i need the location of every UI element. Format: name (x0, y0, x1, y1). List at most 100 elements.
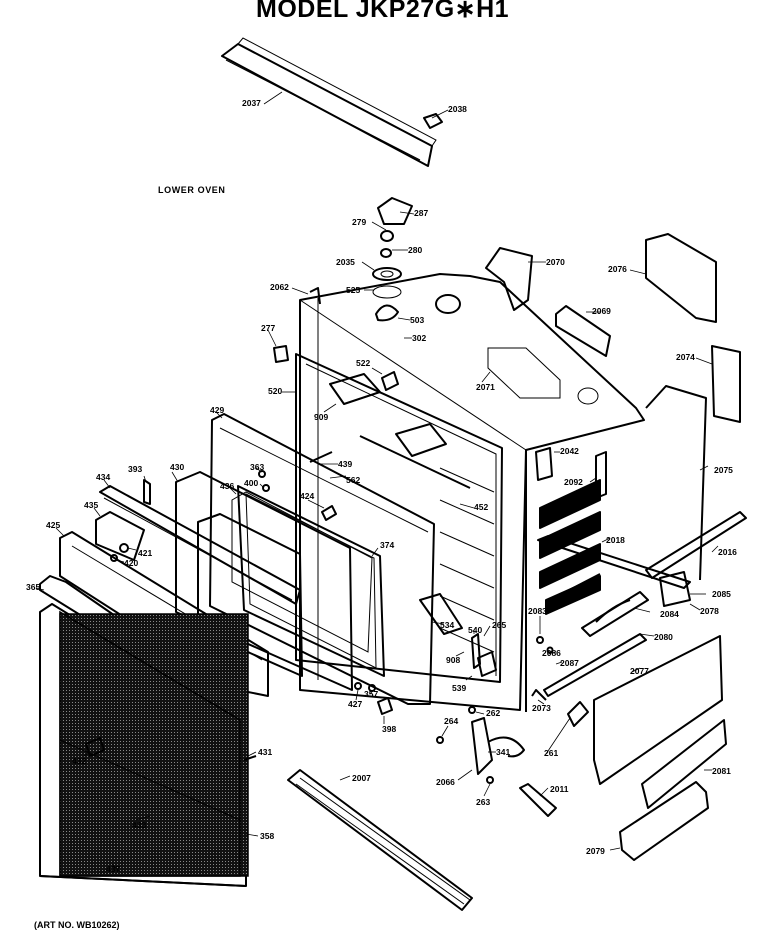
part-2069-plate (555, 305, 611, 357)
callout-540: 540 (468, 625, 483, 635)
callout-420: 420 (124, 558, 139, 568)
oven-cavity-body (299, 273, 707, 712)
callout-429: 429 (210, 405, 225, 415)
part-431 (243, 755, 257, 761)
callout-433: 433 (132, 820, 147, 830)
callout-365: 365 (26, 582, 41, 592)
callout-264: 264 (444, 716, 459, 726)
callout-2011: 2011 (550, 784, 569, 794)
part-539 (477, 651, 497, 677)
callout-522: 522 (356, 358, 371, 368)
part-2079-block (619, 781, 709, 861)
callout-503: 503 (410, 315, 425, 325)
callout-265: 265 (492, 620, 507, 630)
part-434-handle-bar (99, 485, 301, 605)
part-400 (262, 484, 270, 492)
part-2018-rod (537, 535, 691, 589)
part-430-insulation (175, 471, 353, 691)
callout-909: 909 (314, 412, 329, 422)
part-277 (273, 345, 289, 363)
part-435-bracket (95, 511, 145, 561)
callout-2069: 2069 (592, 306, 611, 316)
callout-262: 262 (486, 708, 501, 718)
callout-427: 427 (348, 699, 363, 709)
callout-430: 430 (170, 462, 185, 472)
callout-2077: 2077 (630, 666, 649, 676)
part-427 (354, 682, 362, 690)
callout-525: 525 (346, 285, 361, 295)
callout-2071: 2071 (476, 382, 495, 392)
part-436-window-frame (197, 513, 303, 677)
callout-398: 398 (382, 724, 397, 734)
callout-2037: 2037 (242, 98, 261, 108)
callout-2083: 2083 (528, 606, 547, 616)
callout-2018: 2018 (606, 535, 625, 545)
part-2037-top-trim (221, 37, 437, 167)
part-424 (321, 505, 337, 521)
callout-287: 287 (414, 208, 429, 218)
callout-2075: 2075 (714, 465, 733, 475)
callout-341: 341 (496, 747, 511, 757)
callout-425: 425 (46, 520, 61, 530)
callout-2070: 2070 (546, 257, 565, 267)
callout-2085: 2085 (712, 589, 731, 599)
callout-2035: 2035 (336, 257, 355, 267)
part-420-screw (110, 554, 118, 562)
light-assembly (372, 197, 413, 322)
callout-2076: 2076 (608, 264, 627, 274)
page-title: MODEL JKP27G∗H1 (256, 0, 510, 23)
part-432 (85, 737, 105, 757)
callout-263: 263 (476, 797, 491, 807)
part-2080-strip (543, 633, 647, 697)
callout-2042: 2042 (560, 446, 579, 456)
leader-lines (35, 91, 719, 873)
callout-452: 452 (474, 502, 489, 512)
callout-2092: 2092 (564, 477, 583, 487)
part-2070-bracket (485, 247, 533, 311)
callout-2007: 2007 (352, 773, 371, 783)
part-2081-panel (641, 719, 727, 809)
callout-277: 277 (261, 323, 276, 333)
callout-2080: 2080 (654, 632, 673, 642)
callout-424: 424 (300, 491, 315, 501)
part-393-screw (143, 479, 151, 505)
part-421-screw (119, 543, 129, 553)
latch-assembly (436, 706, 525, 784)
part-398 (377, 697, 393, 715)
callout-539: 539 (452, 683, 467, 693)
callout-432: 432 (72, 756, 87, 766)
part-2007-vent-grille (287, 769, 473, 911)
callout-2073: 2073 (532, 703, 551, 713)
part-357 (368, 684, 376, 692)
part-363 (258, 470, 266, 478)
callout-2086: 2086 (542, 648, 561, 658)
callout-2081: 2081 (712, 766, 731, 776)
callout-358: 358 (260, 831, 275, 841)
callout-261: 261 (544, 748, 559, 758)
callout-2087: 2087 (560, 658, 579, 668)
callout-357: 357 (364, 689, 379, 699)
part-2076-panel (645, 233, 717, 323)
part-522 (381, 371, 399, 391)
part-439 (309, 451, 333, 463)
callout-436: 436 (220, 481, 235, 491)
callout-2078: 2078 (700, 606, 719, 616)
part-2077-panel (593, 635, 723, 785)
callout-520: 520 (268, 386, 283, 396)
outer-door-panel (39, 603, 249, 887)
callout-434: 434 (96, 472, 111, 482)
part-2074-panel (711, 345, 741, 423)
part-2042-hinge (535, 447, 553, 481)
part-2086 (546, 646, 554, 654)
section-label-lower-oven: LOWER OVEN (158, 185, 226, 195)
part-2082 (309, 287, 321, 305)
callout-2016: 2016 (718, 547, 737, 557)
callout-2066: 2066 (436, 777, 455, 787)
oven-liner-520 (295, 353, 503, 683)
callout-2079: 2079 (586, 846, 605, 856)
callout-908: 908 (446, 655, 461, 665)
callout-562: 562 (346, 475, 361, 485)
part-2038-clip (423, 113, 443, 129)
